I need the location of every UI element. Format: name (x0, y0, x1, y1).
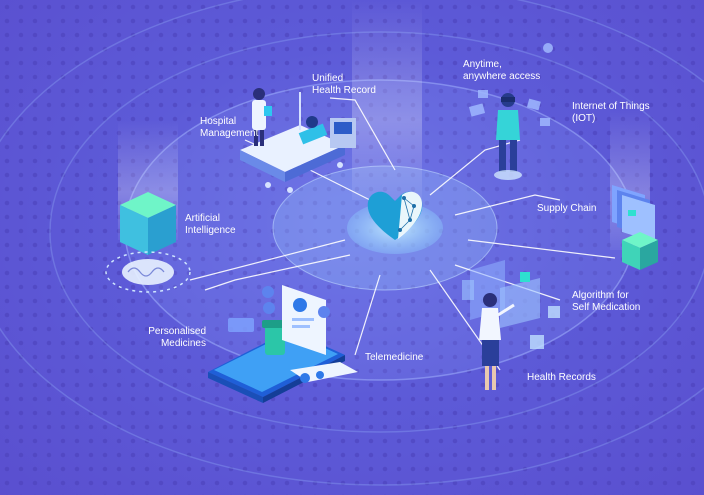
hospital-bed-icon (240, 92, 356, 193)
tablet-device-icon (208, 285, 358, 403)
cards-stack-icon (612, 185, 655, 242)
label-health-records: Health Records (527, 372, 596, 383)
label-anytime-anywhere-access: Anytime,anywhere access (463, 59, 541, 82)
label-telemedicine: Telemedicine (365, 352, 424, 363)
small-cube-icon (622, 232, 658, 270)
label-internet-of-things: Internet of Things(IOT) (572, 101, 650, 124)
cube-icon (120, 192, 176, 255)
vr-person-figure (468, 43, 553, 180)
heart-network-icon (347, 191, 443, 254)
woman-touchscreen-figure (462, 260, 560, 390)
doctor-figure (252, 88, 272, 146)
label-supply-chain: Supply Chain (537, 203, 597, 214)
brain-icon (105, 251, 191, 293)
center-light-beam (352, 0, 422, 200)
